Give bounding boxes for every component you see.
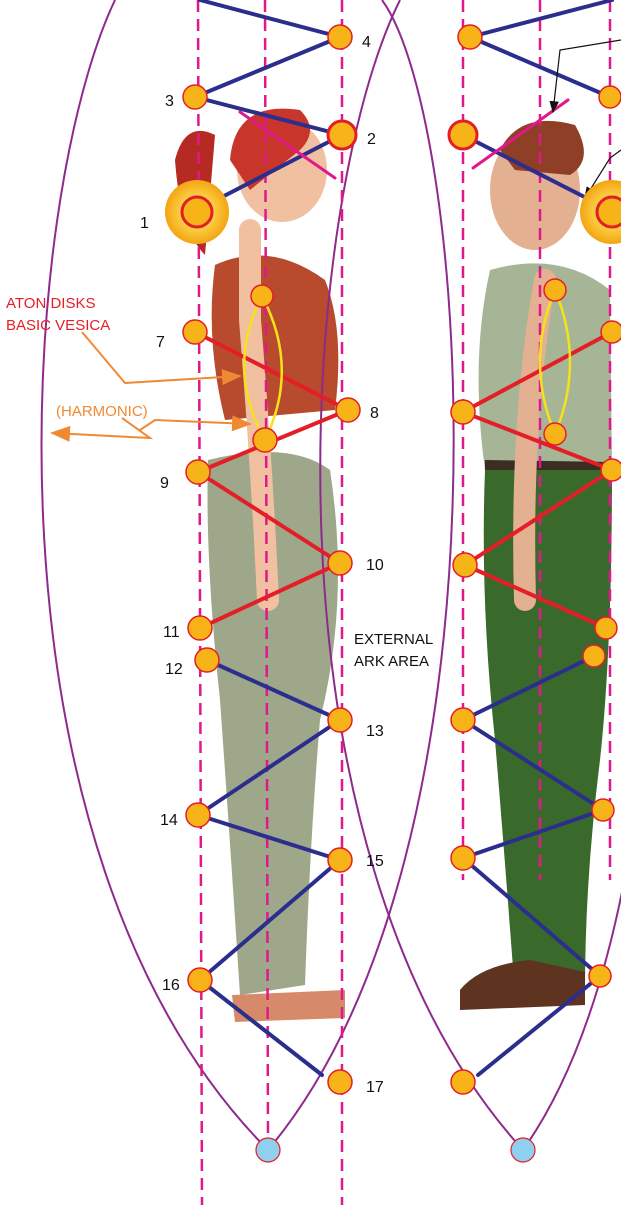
- node-harmonic-top-left: [251, 285, 273, 307]
- ark-area-label: ARK AREA: [354, 653, 429, 670]
- node-9: [186, 460, 210, 484]
- node-13: [328, 708, 352, 732]
- node-right-9: [601, 459, 621, 481]
- label-7: 7: [156, 334, 165, 351]
- label-10: 10: [366, 557, 384, 574]
- node-8: [336, 398, 360, 422]
- node-right-11: [595, 617, 617, 639]
- node-right-7: [601, 321, 621, 343]
- node-11: [188, 616, 212, 640]
- label-17: 17: [366, 1079, 384, 1096]
- external-label: EXTERNAL: [354, 631, 433, 648]
- node-12: [195, 648, 219, 672]
- base-node-right: [511, 1138, 535, 1162]
- harmonic-label: (HARMONIC): [56, 403, 148, 420]
- node-right-8: [451, 400, 475, 424]
- base-node-left: [256, 1138, 280, 1162]
- basic-vesica-label: BASIC VESICA: [6, 317, 110, 334]
- node-right-16: [589, 965, 611, 987]
- label-15: 15: [366, 853, 384, 870]
- node-right-3: [599, 86, 621, 108]
- label-3: 3: [165, 93, 174, 110]
- aton-disks-label: ATON DISKS: [6, 295, 95, 312]
- label-4: 4: [362, 34, 371, 51]
- label-8: 8: [370, 405, 379, 422]
- node-2: [328, 121, 356, 149]
- label-13: 13: [366, 723, 384, 740]
- label-12: 12: [165, 661, 183, 678]
- node-17: [328, 1070, 352, 1094]
- node-4: [328, 25, 352, 49]
- label-14: 14: [160, 812, 178, 829]
- label-1: 1: [140, 215, 149, 232]
- node-7: [183, 320, 207, 344]
- node-right-10: [453, 553, 477, 577]
- node-harmonic-top-right: [544, 279, 566, 301]
- label-2: 2: [367, 131, 376, 148]
- node-right-14: [592, 799, 614, 821]
- node-right-2: [449, 121, 477, 149]
- node-right-12: [583, 645, 605, 667]
- label-11: 11: [163, 624, 180, 641]
- label-16: 16: [162, 977, 180, 994]
- node-right-top: [458, 25, 482, 49]
- node-right-13: [451, 708, 475, 732]
- node-16: [188, 968, 212, 992]
- base-nodes: [256, 1138, 535, 1162]
- node-3: [183, 85, 207, 109]
- node-right-17: [451, 1070, 475, 1094]
- node-harmonic-bottom-left: [253, 428, 277, 452]
- node-10: [328, 551, 352, 575]
- node-right-15: [451, 846, 475, 870]
- node-14: [186, 803, 210, 827]
- label-9: 9: [160, 475, 169, 492]
- node-15: [328, 848, 352, 872]
- node-harmonic-bottom-right: [544, 423, 566, 445]
